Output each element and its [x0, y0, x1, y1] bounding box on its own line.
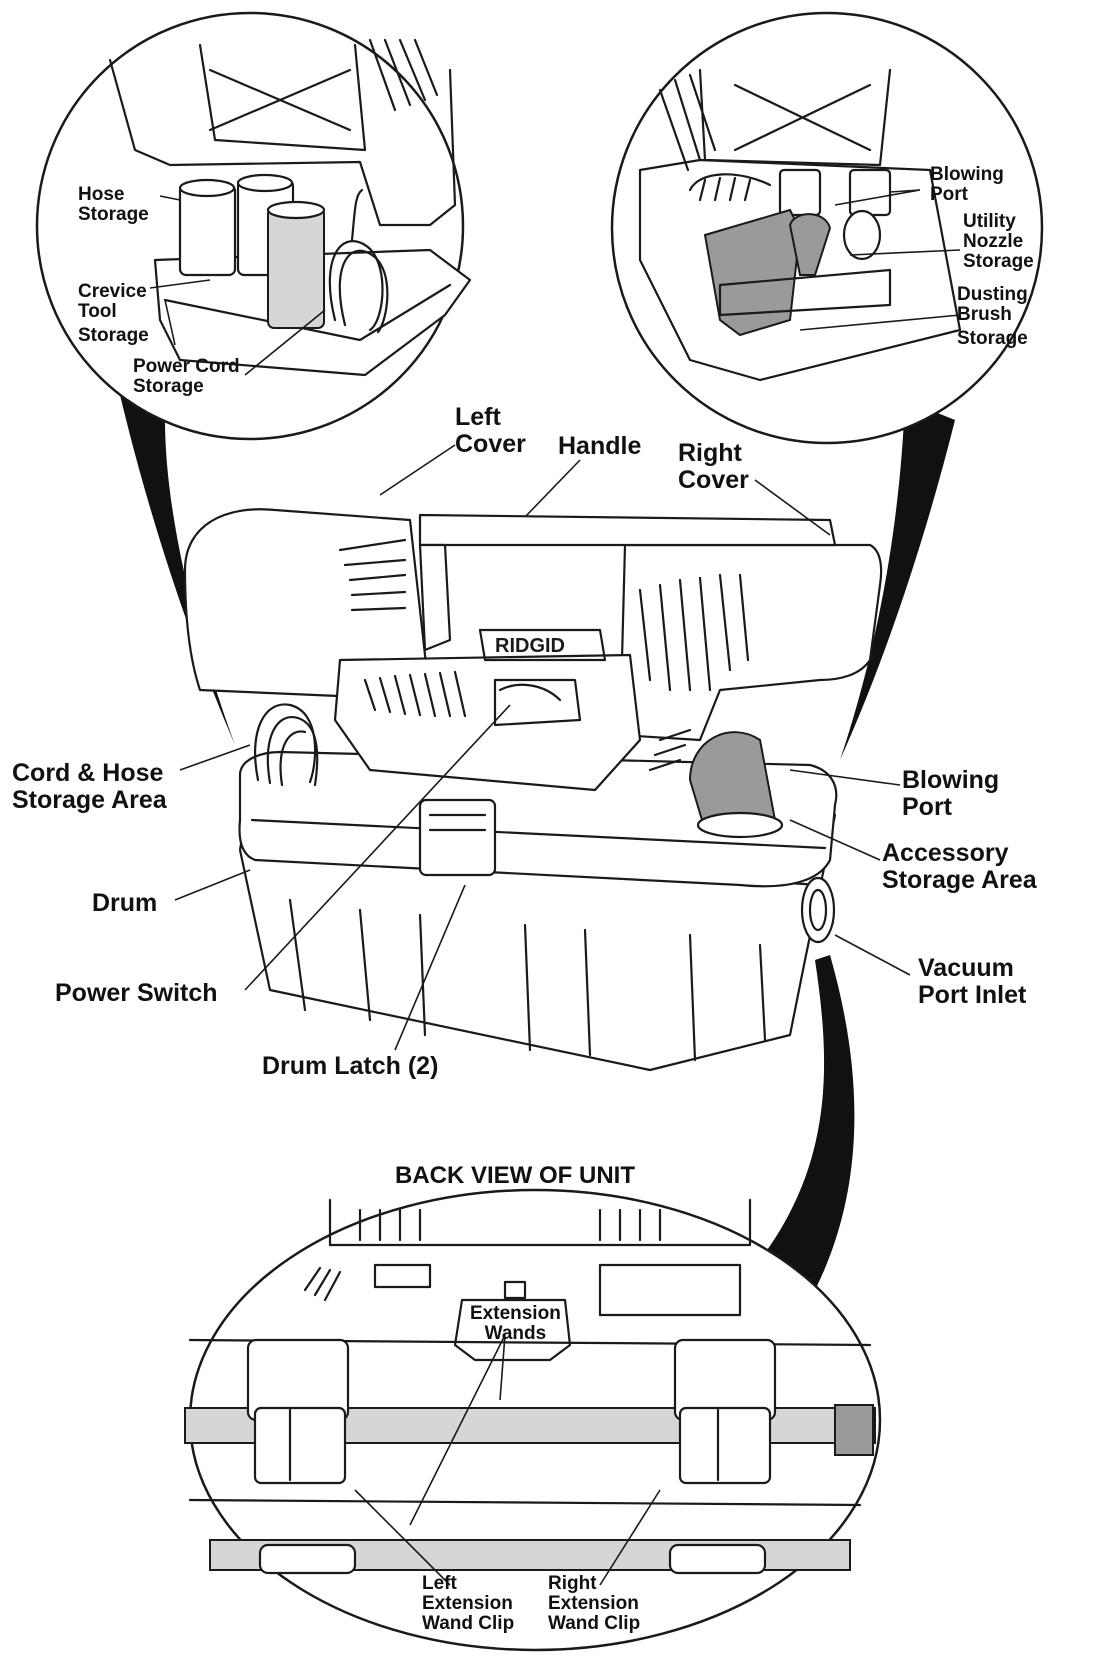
label-drum: Drum — [92, 889, 158, 917]
back-view-inset — [184, 1188, 882, 1652]
left-cover — [183, 508, 432, 702]
top-left-callout-tail — [120, 395, 235, 745]
label-drum-latch: Drum Latch (2) — [262, 1052, 439, 1080]
top-right-callout-tail — [840, 400, 955, 760]
main-unit: RIDGID — [183, 508, 883, 1072]
power-switch-button — [493, 678, 582, 727]
brand-logo: RIDGID — [495, 635, 565, 657]
label-power-switch: Power Switch — [55, 979, 218, 1007]
right-cover — [618, 543, 883, 742]
vacuum-port-inlet-shape — [800, 876, 836, 944]
drum-latch-front — [418, 798, 497, 877]
leader-lines — [149, 189, 961, 1586]
top-left-inset — [35, 11, 472, 441]
top-right-inset — [610, 11, 1044, 445]
label-back-view-title: BACK VIEW OF UNIT — [395, 1162, 635, 1189]
label-handle: Handle — [558, 432, 642, 460]
handle — [418, 513, 837, 547]
back-view-callout-tail — [760, 955, 855, 1290]
